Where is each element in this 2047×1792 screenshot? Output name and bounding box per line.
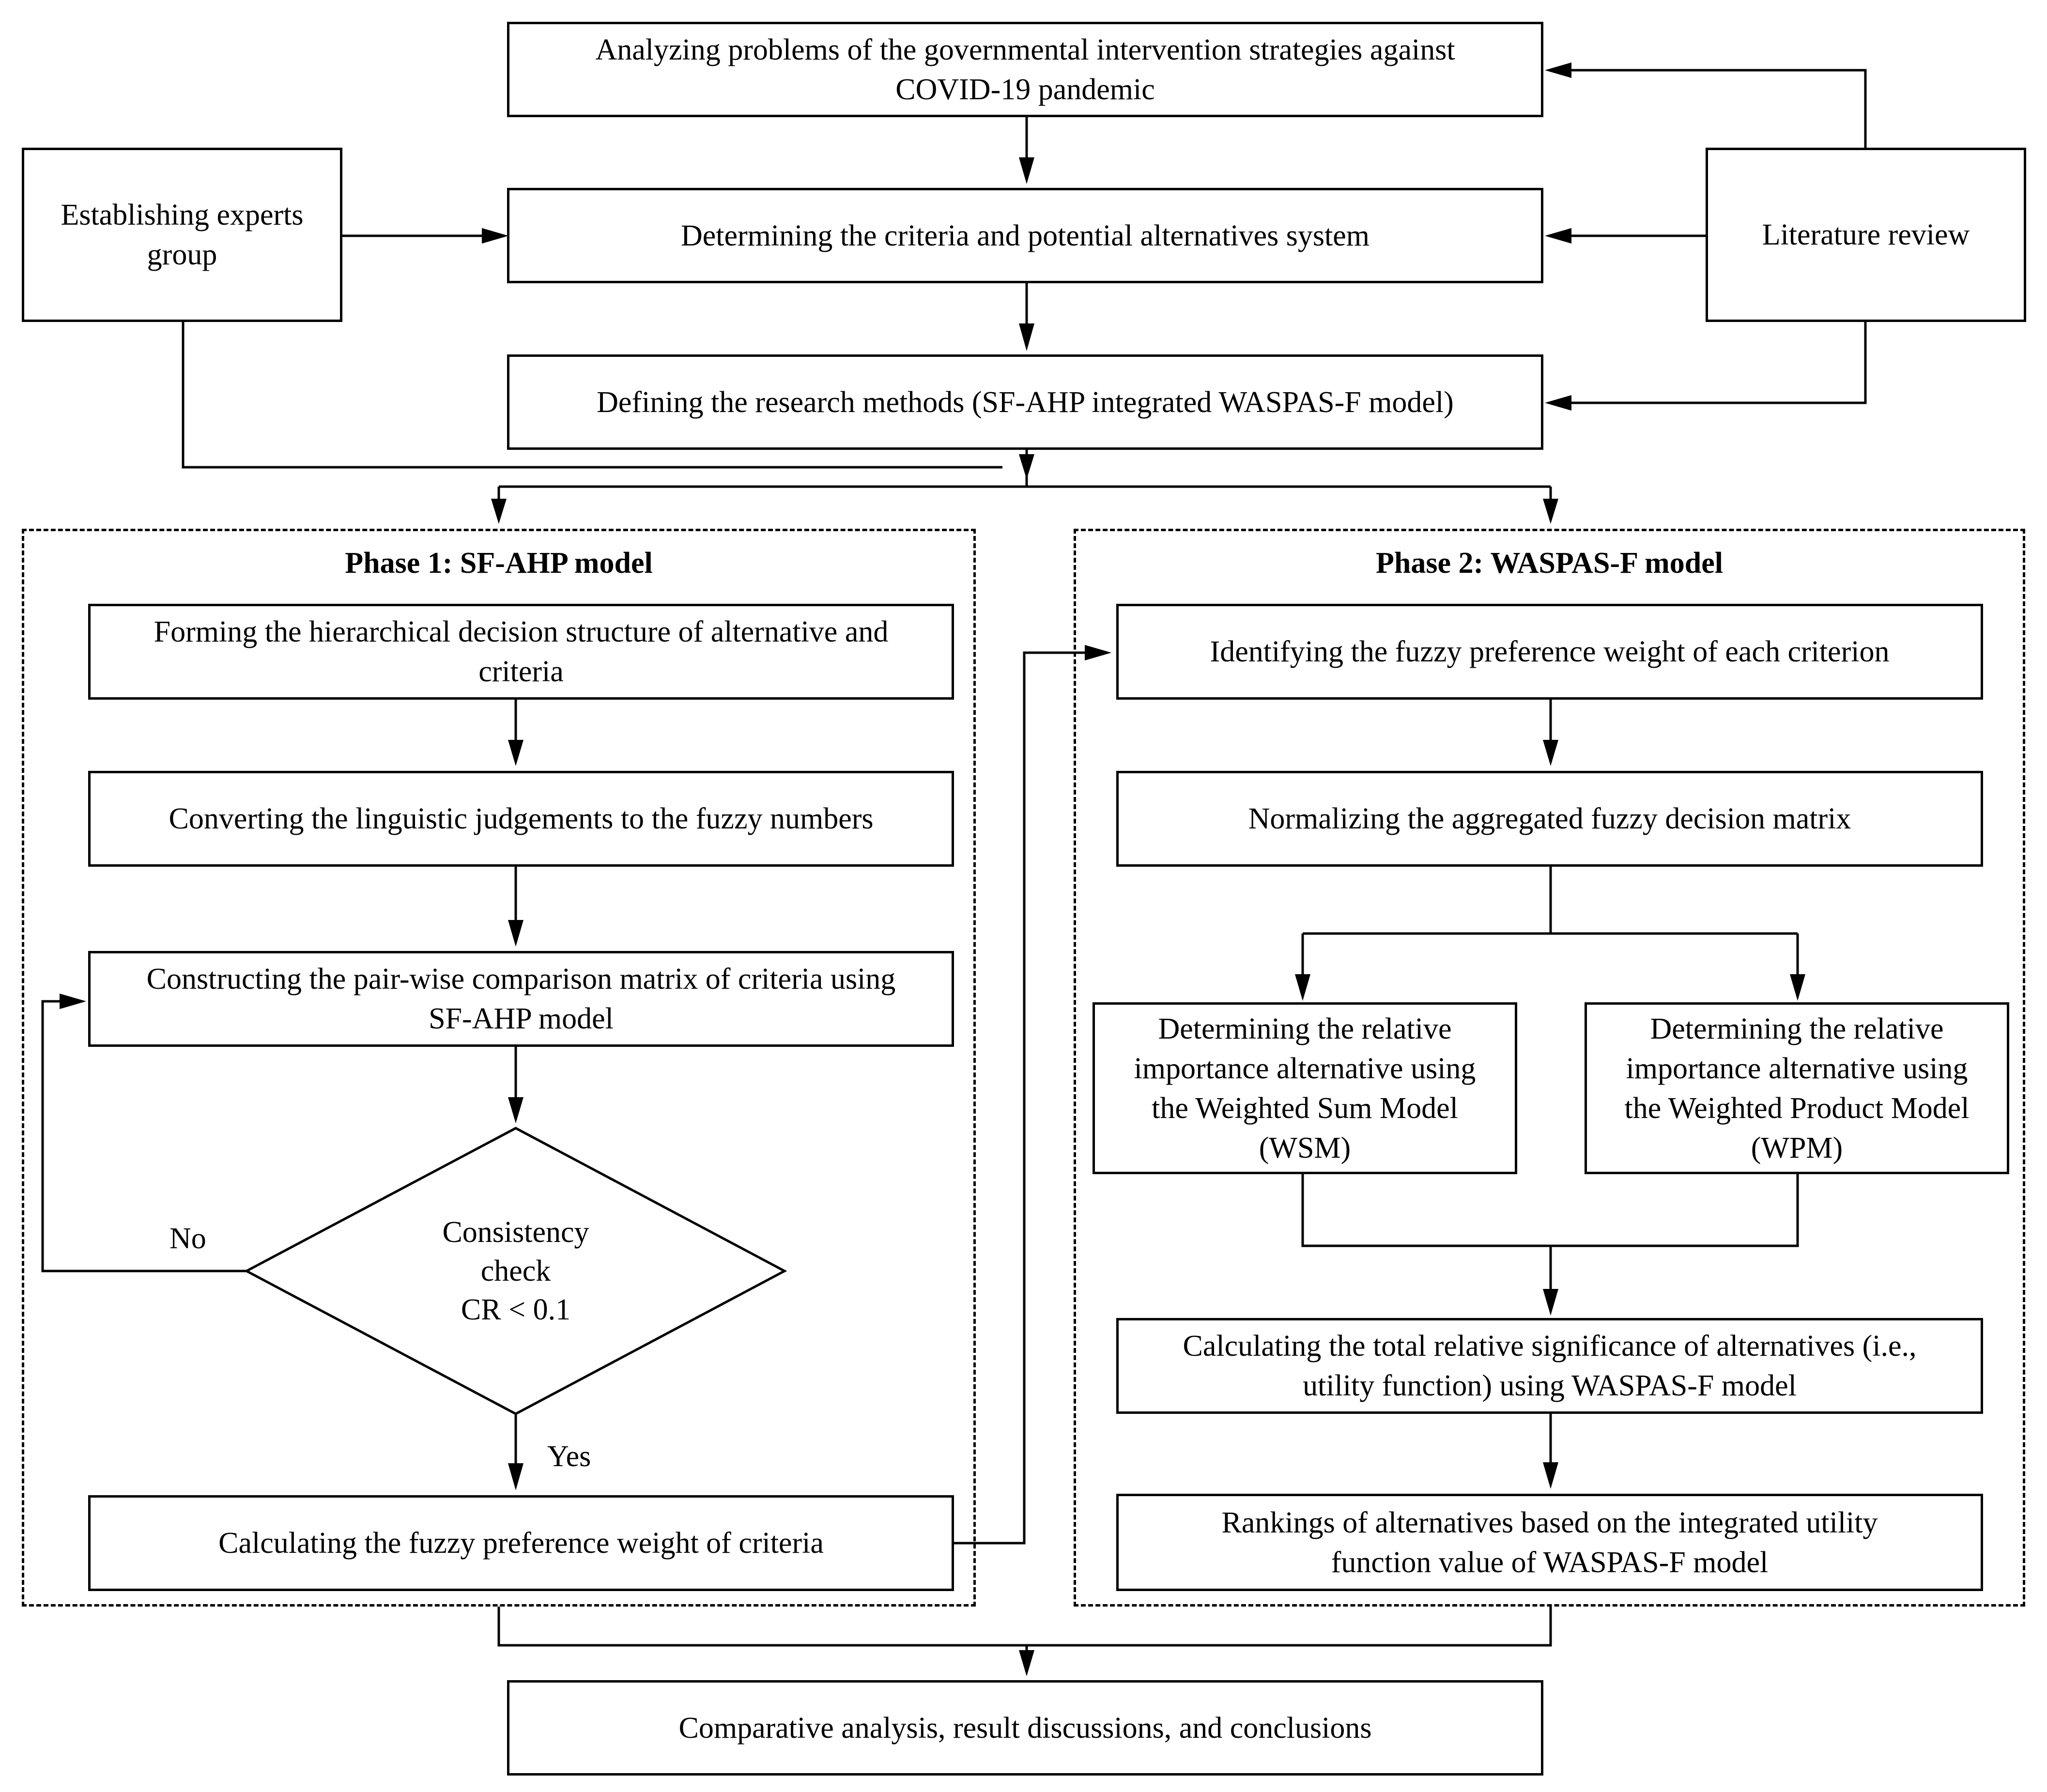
constructing-matrix-box: Constructing the pair-wise comparison ma… bbox=[88, 951, 954, 1047]
yes-label: Yes bbox=[547, 1440, 591, 1473]
comparative-analysis-box: Comparative analysis, result discussions… bbox=[507, 1680, 1543, 1776]
normalizing-matrix-box: Normalizing the aggregated fuzzy decisio… bbox=[1116, 771, 1983, 867]
phase-1-container: Phase 1: SF-AHP model bbox=[22, 529, 976, 1607]
calculating-total-box: Calculating the total relative significa… bbox=[1116, 1318, 1983, 1414]
calculating-weight-box: Calculating the fuzzy preference weight … bbox=[88, 1495, 954, 1591]
rankings-box: Rankings of alternatives based on the in… bbox=[1116, 1494, 1983, 1591]
consistency-check-diamond bbox=[244, 1127, 787, 1415]
phase-1-title: Phase 1: SF-AHP model bbox=[345, 547, 653, 580]
wpm-box: Determining the relative importance alte… bbox=[1585, 1002, 2009, 1174]
consistency-check-label: Consistency check CR < 0.1 bbox=[442, 1216, 589, 1326]
forming-structure-box: Forming the hierarchical decision struct… bbox=[88, 604, 954, 700]
establishing-experts-box: Establishing experts group bbox=[22, 148, 342, 322]
phase-2-title: Phase 2: WASPAS-F model bbox=[1375, 547, 1724, 580]
no-label: No bbox=[169, 1222, 206, 1255]
defining-methods-box: Defining the research methods (SF-AHP in… bbox=[507, 354, 1543, 450]
phase-2-container: Phase 2: WASPAS-F model bbox=[1074, 529, 2025, 1607]
converting-judgements-box: Converting the linguistic judgements to … bbox=[88, 771, 954, 867]
analyzing-problems-box: Analyzing problems of the governmental i… bbox=[507, 22, 1543, 117]
literature-review-box: Literature review bbox=[1706, 148, 2026, 322]
wsm-box: Determining the relative importance alte… bbox=[1093, 1002, 1517, 1174]
identifying-weight-box: Identifying the fuzzy preference weight … bbox=[1116, 604, 1983, 700]
determining-criteria-box: Determining the criteria and potential a… bbox=[507, 188, 1543, 283]
